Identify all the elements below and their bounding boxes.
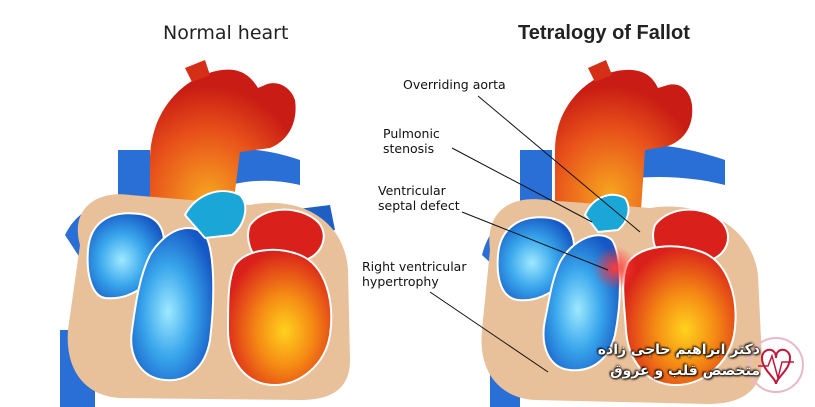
leader-overriding-aorta [477, 95, 641, 233]
leader-pulmonic-stenosis [451, 147, 593, 223]
tof-heart [481, 60, 762, 407]
left-ventricle [226, 248, 333, 387]
tof-title: Tetralogy of Fallot [518, 22, 690, 44]
leader-rvh [429, 291, 549, 373]
label-pulmonic-stenosis: Pulmonic stenosis [383, 126, 440, 156]
pulmonary-trunk [183, 190, 247, 240]
normal-heart-title: Normal heart [163, 22, 289, 44]
tof-pulmonary-trunk [583, 193, 630, 234]
left-atrium [247, 208, 325, 264]
tof-aorta [555, 69, 693, 226]
leader-lines [429, 95, 641, 373]
tof-aorta-branch [588, 60, 612, 82]
label-ventricular-septal-defect: Ventricular septal defect [378, 183, 460, 213]
normal-heart [60, 60, 350, 407]
tof-left-ventricle [622, 245, 737, 387]
leader-vsd [461, 211, 609, 271]
aorta-branch [185, 60, 210, 82]
logo-mark [748, 337, 804, 393]
septal-defect-mixing [593, 246, 637, 290]
aorta [150, 69, 296, 230]
label-right-ventricular-hypertrophy: Right ventricular hypertrophy [362, 259, 467, 289]
watermark-text: دکتر ابراهیم حاجی زاده متخصص قلب و عروق [597, 342, 760, 379]
label-overriding-aorta: Overriding aorta [403, 77, 506, 92]
